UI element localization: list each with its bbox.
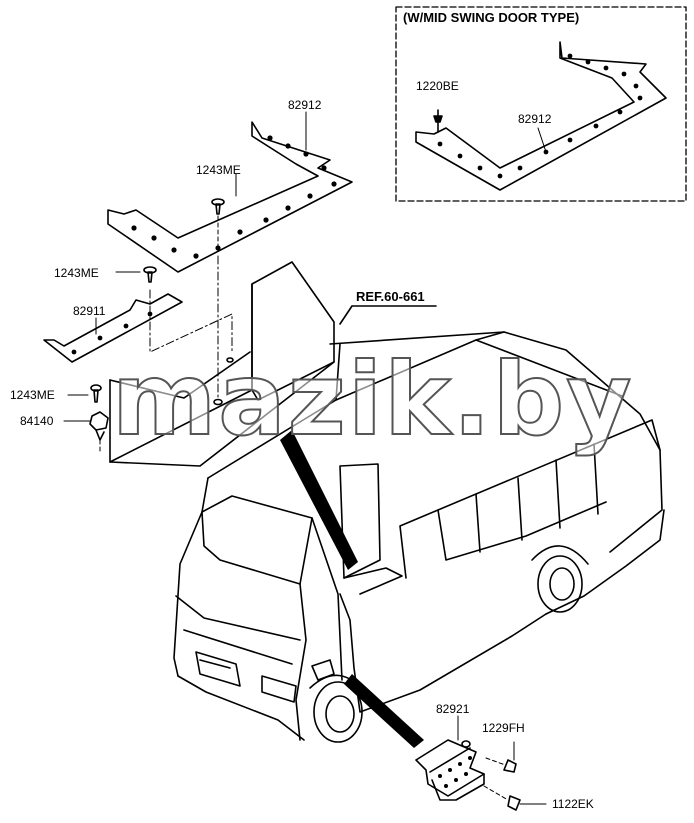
screw-1243me-middle [115,266,233,353]
van-body [173,331,665,743]
screw-1243me-lower [67,384,102,403]
strip-82911 [43,293,183,363]
label-84140: 84140 [20,414,54,428]
bolt-1229fh [485,741,517,773]
screw-1243me-top [211,173,237,401]
pointer-arrow-lower [344,674,424,748]
label-82912-inset: 82912 [518,112,552,126]
screw-1122ek [483,785,547,811]
bracket-82921 [415,715,485,801]
watermark: mazik.by [111,341,634,458]
label-1122ek: 1122EK [552,797,594,811]
label-82911: 82911 [73,304,106,318]
inset-title: (W/MID SWING DOOR TYPE) [403,10,580,25]
inset-trim-82912 [415,41,667,191]
label-1220be: 1220BE [416,79,459,93]
label-1229fh: 1229FH [482,721,525,735]
label-1243me-top: 1243ME [196,163,241,177]
clip-84140 [63,411,109,453]
pointer-arrow-upper [280,430,358,570]
trim-82912 [107,111,353,273]
label-1243me-lower: 1243ME [10,388,55,402]
ref-leader [339,305,437,325]
label-82921: 82921 [436,702,470,716]
label-ref: REF.60-661 [356,289,425,304]
label-82912: 82912 [288,98,322,112]
label-1243me-middle: 1243ME [54,266,99,280]
inset-dashed-box [395,6,687,202]
battery-tray [109,261,335,467]
